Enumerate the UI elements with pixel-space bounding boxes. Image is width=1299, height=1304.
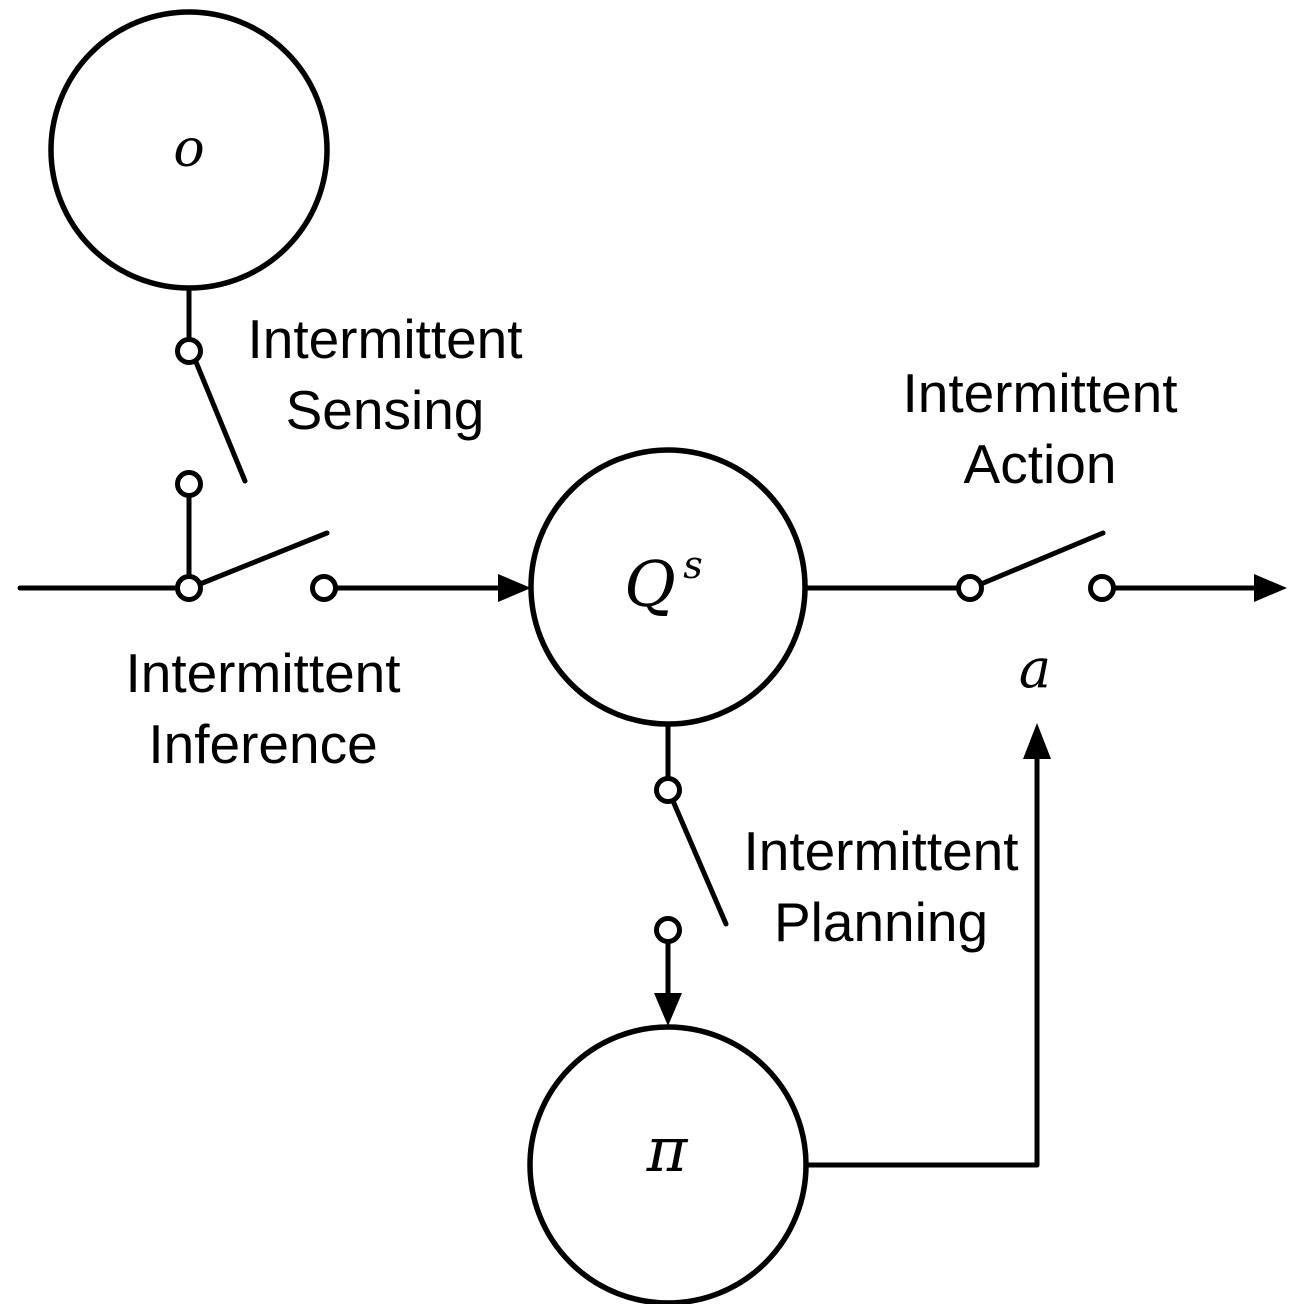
node-observation-circle bbox=[48, 9, 330, 291]
label-intermittent-sensing: Intermittent Sensing bbox=[247, 304, 522, 446]
contact-sensing-bottom bbox=[175, 470, 203, 498]
contact-sensing-top bbox=[175, 337, 203, 365]
contact-action-right bbox=[1088, 574, 1116, 602]
contact-planning-top bbox=[654, 776, 682, 804]
switch-arm-inference bbox=[197, 530, 330, 587]
switch-arm-planning bbox=[670, 798, 729, 927]
label-sensing-line2: Sensing bbox=[285, 379, 485, 441]
node-q-circle bbox=[528, 447, 808, 727]
contact-planning-bottom bbox=[654, 916, 682, 944]
contact-inference-pivot bbox=[175, 574, 203, 602]
node-policy-label: π bbox=[646, 1113, 689, 1186]
label-intermittent-inference: Intermittent Inference bbox=[125, 638, 400, 780]
node-policy-circle bbox=[527, 1024, 809, 1304]
arrowhead-feedback-up bbox=[1023, 723, 1051, 759]
label-inference-line1: Intermittent bbox=[125, 642, 401, 704]
label-intermittent-planning: Intermittent Planning bbox=[743, 816, 1018, 958]
label-inference-line2: Inference bbox=[148, 713, 378, 775]
node-observation-label: o bbox=[173, 119, 204, 179]
switch-arm-action bbox=[978, 530, 1106, 587]
switch-arm-sensing bbox=[193, 359, 248, 484]
label-action-line2: Action bbox=[963, 433, 1117, 495]
action-signal-label: a bbox=[1019, 637, 1051, 700]
label-sensing-line1: Intermittent bbox=[247, 308, 523, 370]
label-action-line1: Intermittent bbox=[902, 362, 1178, 424]
contact-action-left bbox=[956, 574, 984, 602]
arrowhead-into-q bbox=[498, 574, 531, 602]
contact-inference-right bbox=[310, 574, 338, 602]
node-q-label: Q bbox=[624, 548, 676, 621]
label-intermittent-action: Intermittent Action bbox=[902, 358, 1177, 500]
node-q-superscript: s bbox=[683, 543, 703, 587]
arrowhead-action-output bbox=[1254, 574, 1287, 602]
label-planning-line2: Planning bbox=[773, 891, 989, 953]
arrowhead-into-policy bbox=[654, 993, 682, 1026]
label-planning-line1: Intermittent bbox=[743, 820, 1019, 882]
